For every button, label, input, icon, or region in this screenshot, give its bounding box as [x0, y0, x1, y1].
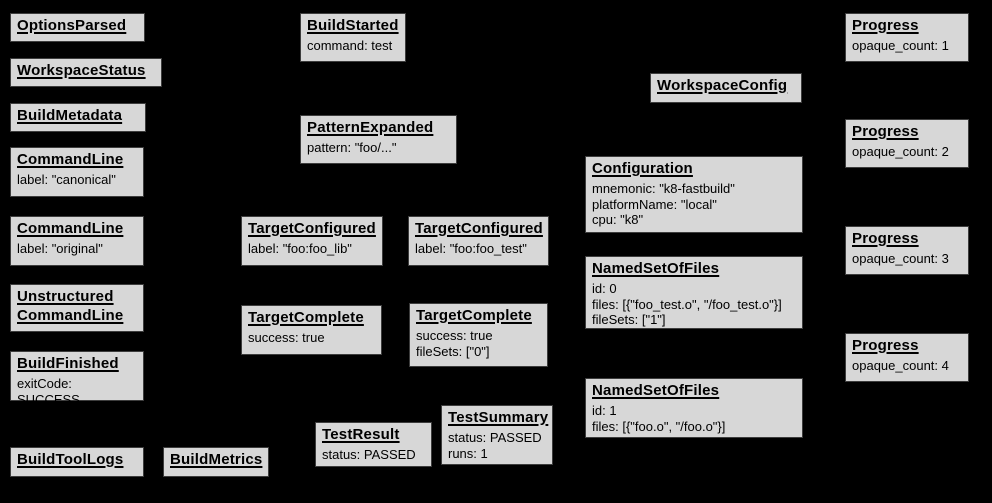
node-unstructuredcommandline: Unstructured CommandLine	[10, 284, 144, 332]
node-namedsetoffiles-0: NamedSetOfFiles id: 0 files: [{"foo_test…	[585, 256, 803, 329]
node-body: status: PASSED	[322, 446, 416, 462]
node-title: Configuration	[592, 160, 693, 177]
node-body: opaque_count: 4	[852, 357, 949, 373]
node-progress-4: Progress opaque_count: 4	[845, 333, 969, 382]
node-title: BuildMetrics	[170, 451, 263, 468]
node-body: label: "foo:foo_lib"	[248, 240, 352, 256]
node-progress-3: Progress opaque_count: 3	[845, 226, 969, 275]
node-title: BuildStarted	[307, 17, 399, 34]
node-title: TestSummary	[448, 409, 549, 426]
node-body: success: true fileSets: ["0"]	[416, 327, 493, 359]
node-targetconfigured-foo-lib: TargetConfigured label: "foo:foo_lib"	[241, 216, 383, 266]
node-title: TargetComplete	[416, 307, 532, 324]
node-body: success: true	[248, 329, 325, 345]
node-title: OptionsParsed	[17, 17, 127, 34]
node-body: command: test	[307, 37, 393, 53]
node-title: CommandLine	[17, 151, 124, 168]
node-body: id: 1 files: [{"foo.o", "/foo.o"}]	[592, 402, 726, 434]
node-title: Progress	[852, 337, 919, 354]
node-patternexpanded: PatternExpanded pattern: "foo/..."	[300, 115, 457, 164]
node-title: PatternExpanded	[307, 119, 434, 136]
node-optionsparsed: OptionsParsed	[10, 13, 145, 42]
node-body: label: "foo:foo_test"	[415, 240, 527, 256]
node-title: TargetComplete	[248, 309, 364, 326]
node-targetcomplete-foo-lib: TargetComplete success: true	[241, 305, 382, 355]
node-buildmetadata: BuildMetadata	[10, 103, 146, 132]
node-workspacestatus: WorkspaceStatus	[10, 58, 162, 87]
node-body: label: "original"	[17, 240, 103, 256]
node-title: TestResult	[322, 426, 400, 443]
node-title: TargetConfigured	[415, 220, 543, 237]
node-body: label: "canonical"	[17, 171, 116, 187]
node-buildtoollogs: BuildToolLogs	[10, 447, 144, 477]
node-progress-2: Progress opaque_count: 2	[845, 119, 969, 168]
node-namedsetoffiles-1: NamedSetOfFiles id: 1 files: [{"foo.o", …	[585, 378, 803, 438]
node-testresult: TestResult status: PASSED	[315, 422, 432, 467]
node-title: BuildMetadata	[17, 107, 123, 124]
node-title: NamedSetOfFiles	[592, 382, 720, 399]
node-workspaceconfig: WorkspaceConfig	[650, 73, 802, 103]
node-title: WorkspaceConfig	[657, 77, 788, 94]
node-title: TargetConfigured	[248, 220, 376, 237]
node-body: exitCode: SUCCESS	[17, 375, 80, 407]
node-body: opaque_count: 1	[852, 37, 949, 53]
node-commandline-original: CommandLine label: "original"	[10, 216, 144, 266]
node-body: status: PASSED runs: 1	[448, 429, 542, 461]
node-testsummary: TestSummary status: PASSED runs: 1	[441, 405, 553, 465]
node-title: BuildToolLogs	[17, 451, 124, 468]
node-body: opaque_count: 2	[852, 143, 949, 159]
node-buildmetrics: BuildMetrics	[163, 447, 269, 477]
node-targetcomplete-foo-test: TargetComplete success: true fileSets: […	[409, 303, 548, 367]
node-commandline-canonical: CommandLine label: "canonical"	[10, 147, 144, 197]
node-title: Progress	[852, 17, 919, 34]
node-targetconfigured-foo-test: TargetConfigured label: "foo:foo_test"	[408, 216, 549, 266]
node-title: Progress	[852, 123, 919, 140]
node-title: NamedSetOfFiles	[592, 260, 720, 277]
node-body: id: 0 files: [{"foo_test.o", "/foo_test.…	[592, 280, 782, 328]
node-progress-1: Progress opaque_count: 1	[845, 13, 969, 62]
node-title: Progress	[852, 230, 919, 247]
node-body: mnemonic: "k8-fastbuild" platformName: "…	[592, 180, 735, 228]
node-title: Unstructured CommandLine	[17, 288, 124, 324]
node-body: opaque_count: 3	[852, 250, 949, 266]
node-title: BuildFinished	[17, 355, 119, 372]
node-body: pattern: "foo/..."	[307, 139, 397, 155]
node-configuration: Configuration mnemonic: "k8-fastbuild" p…	[585, 156, 803, 233]
node-title: WorkspaceStatus	[17, 62, 146, 79]
node-buildstarted: BuildStarted command: test	[300, 13, 406, 62]
node-title: CommandLine	[17, 220, 124, 237]
node-buildfinished: BuildFinished exitCode: SUCCESS	[10, 351, 144, 407]
